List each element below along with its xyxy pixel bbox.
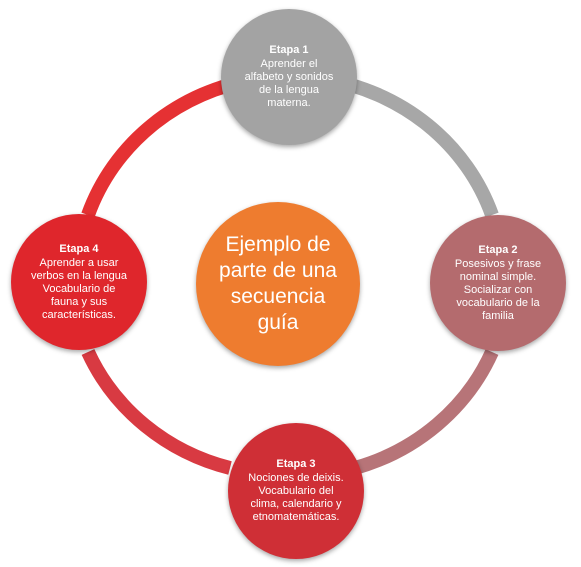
stage-1-title: Etapa 1 bbox=[269, 44, 309, 56]
stage-2-circle: Etapa 2 Posesivos y frase nominal simple… bbox=[430, 215, 566, 351]
center-circle: Ejemplo de parte de una secuencia guía bbox=[196, 202, 360, 366]
stage-3-circle: Etapa 3 Nociones de deixis. Vocabulario … bbox=[228, 423, 364, 559]
stage-4-text: Aprender a usar verbos en la lengua Voca… bbox=[30, 256, 127, 321]
stage-2-text: Posesivos y frase nominal simple. Social… bbox=[454, 257, 542, 322]
stage-4-title: Etapa 4 bbox=[59, 242, 99, 255]
center-title: Ejemplo de parte de una secuencia guía bbox=[219, 233, 337, 334]
stage-4-circle: Etapa 4 Aprender a usar verbos en la len… bbox=[11, 214, 147, 350]
ring-arc-stage2-stage3 bbox=[353, 349, 499, 475]
stage-3-text: Nociones de deixis. Vocabulario del clim… bbox=[248, 472, 344, 523]
stage-1-text: Aprender el alfabeto y sonidos de la len… bbox=[244, 58, 334, 109]
stage-1-circle: Etapa 1 Aprender el alfabeto y sonidos d… bbox=[221, 9, 357, 145]
stage-2-title: Etapa 2 bbox=[478, 243, 518, 256]
stage-3-title: Etapa 3 bbox=[276, 458, 316, 470]
ring-arc-stage3-stage4 bbox=[81, 349, 232, 475]
